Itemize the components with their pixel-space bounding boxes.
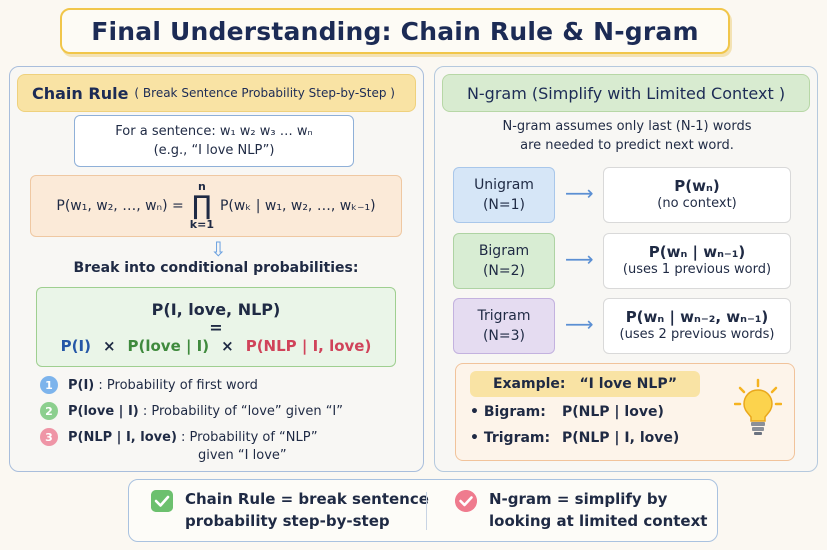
product-lower-limit: k=1	[189, 218, 214, 231]
summary-left-line-2: probability step-by-step	[185, 512, 390, 530]
summary-right-line-2: looking at limited context	[489, 512, 708, 530]
ngram-desc-line-1: N-gram assumes only last (N-1) words	[502, 119, 752, 134]
equals-sign: =	[209, 317, 223, 337]
example-label: Example:	[492, 376, 566, 392]
trigram-result-box: P(wₙ | wₙ₋₂, wₙ₋₁) (uses 2 previous word…	[603, 298, 791, 354]
list-term: P(love | I)	[68, 403, 139, 419]
term-3: P(NLP | I, love)	[245, 336, 372, 355]
example-row: • Trigram: P(NLP | I, love)	[470, 430, 679, 446]
number-badge-3: 3	[40, 428, 58, 446]
down-arrow-icon: ⇩	[210, 237, 227, 261]
joint-probability: P(I, love, NLP)	[151, 299, 281, 319]
trigram-box: Trigram (N=3)	[453, 298, 555, 354]
break-text: Break into conditional probabilities:	[73, 260, 359, 276]
number-badge-2: 2	[40, 402, 58, 420]
example-sentence: “I love NLP”	[579, 376, 678, 392]
gram-name: Bigram	[478, 243, 530, 259]
ngram-description: N-gram assumes only last (N-1) words are…	[435, 117, 819, 155]
summary-right-line-1: N-gram = simplify by	[489, 490, 668, 508]
bigram-box: Bigram (N=2)	[453, 233, 555, 289]
formula-rhs: P(wₖ | w₁, w₂, …, wₖ₋₁)	[219, 198, 376, 214]
right-arrow-icon: ⟶	[565, 312, 594, 336]
list-term: P(I)	[68, 377, 95, 393]
number-badge-1: 1	[40, 376, 58, 394]
times-sign: ×	[102, 336, 116, 355]
times-sign: ×	[221, 336, 234, 355]
unigram-result-box: P(wₙ) (no context)	[603, 167, 791, 223]
formula-lhs: P(w₁, w₂, …, wₙ) =	[56, 198, 184, 214]
gram-name: Unigram	[474, 177, 534, 193]
product-symbol: ∏	[192, 191, 212, 221]
summary-chain-rule: Chain Rule = break sentence probability …	[151, 488, 429, 532]
chain-rule-title: Chain Rule	[32, 83, 129, 103]
page-title: Final Understanding: Chain Rule & N-gram	[91, 16, 699, 46]
example-row-value: P(NLP | I, love)	[562, 430, 680, 446]
ngram-desc-line-2: are needed to predict next word.	[520, 138, 734, 153]
sentence-line-1: For a sentence: w₁ w₂ w₃ … wₙ	[115, 124, 313, 139]
example-title: Example: “I love NLP”	[470, 371, 700, 397]
gram-name: Trigram	[477, 308, 531, 324]
gram-n: (N=1)	[482, 197, 526, 213]
list-desc-continuation: given “I love”	[198, 448, 287, 463]
sentence-box: For a sentence: w₁ w₂ w₃ … wₙ (e.g., “I …	[74, 115, 354, 167]
gram-formula: P(wₙ | wₙ₋₁)	[648, 243, 746, 261]
product-operator: n ∏ k=1	[190, 181, 214, 231]
summary-left-line-1: Chain Rule = break sentence	[185, 490, 429, 508]
list-desc: : Probability of first word	[98, 377, 258, 393]
term-1: P(I)	[60, 336, 91, 355]
decomposition-terms: P(I) × P(love | I) × P(NLP | I, love)	[61, 337, 372, 355]
list-item: 2 P(love | I) : Probability of “love” gi…	[40, 402, 343, 420]
list-item: 3 P(NLP | I, love) : Probability of “NLP…	[40, 428, 318, 446]
summary-box: Chain Rule = break sentence probability …	[128, 479, 718, 542]
ngram-panel: N-gram (Simplify with Limited Context ) …	[434, 66, 818, 472]
example-decomposition-box: P(I, love, NLP) = P(I) × P(love | I) × P…	[36, 287, 396, 367]
example-row: • Bigram: P(NLP | love)	[470, 404, 664, 420]
bigram-result-box: P(wₙ | wₙ₋₁) (uses 1 previous word)	[603, 233, 791, 289]
ngram-header: N-gram (Simplify with Limited Context )	[442, 74, 810, 112]
ngram-title: N-gram (Simplify with Limited Context )	[466, 83, 786, 103]
example-row-label: Trigram:	[483, 430, 551, 446]
product-upper-limit: n	[197, 180, 206, 193]
example-row-label: Bigram:	[483, 404, 546, 420]
list-item: 1 P(I) : Probability of first word	[40, 376, 258, 394]
right-arrow-icon: ⟶	[565, 181, 594, 205]
check-icon	[455, 490, 477, 512]
gram-formula: P(wₙ | wₙ₋₂, wₙ₋₁)	[625, 308, 769, 326]
right-arrow-icon: ⟶	[565, 247, 594, 271]
list-term: P(NLP | I, love)	[68, 429, 177, 445]
example-box: Example: “I love NLP” • Bigram: P(NLP | …	[455, 363, 795, 461]
gram-note: (uses 1 previous word)	[622, 262, 772, 277]
check-icon	[151, 490, 173, 512]
list-desc: : Probability of “NLP”	[181, 429, 318, 445]
list-desc: : Probability of “love” given “I”	[142, 403, 343, 419]
bullet: •	[470, 430, 479, 446]
chain-rule-formula: P(w₁, w₂, …, wₙ) = n ∏ k=1 P(wₖ | w₁, w₂…	[30, 175, 402, 237]
example-row-value: P(NLP | love)	[562, 404, 664, 420]
gram-note: (no context)	[657, 196, 737, 211]
gram-note: (uses 2 previous words)	[619, 327, 775, 342]
chain-rule-panel: Chain Rule ( Break Sentence Probability …	[9, 66, 424, 472]
chain-rule-header: Chain Rule ( Break Sentence Probability …	[17, 74, 416, 112]
term-2: P(love | I)	[127, 336, 210, 355]
summary-divider	[426, 492, 427, 530]
gram-n: (N=2)	[482, 263, 526, 279]
chain-rule-subtitle: ( Break Sentence Probability Step-by-Ste…	[134, 86, 395, 100]
bullet: •	[470, 404, 479, 420]
summary-ngram: N-gram = simplify by looking at limited …	[455, 488, 707, 532]
title-box: Final Understanding: Chain Rule & N-gram	[60, 8, 730, 54]
lightbulb-icon	[734, 378, 782, 435]
gram-formula: P(wₙ)	[674, 177, 720, 195]
gram-n: (N=3)	[482, 328, 526, 344]
sentence-line-2: (e.g., “I love NLP”)	[153, 143, 275, 158]
unigram-box: Unigram (N=1)	[453, 167, 555, 223]
